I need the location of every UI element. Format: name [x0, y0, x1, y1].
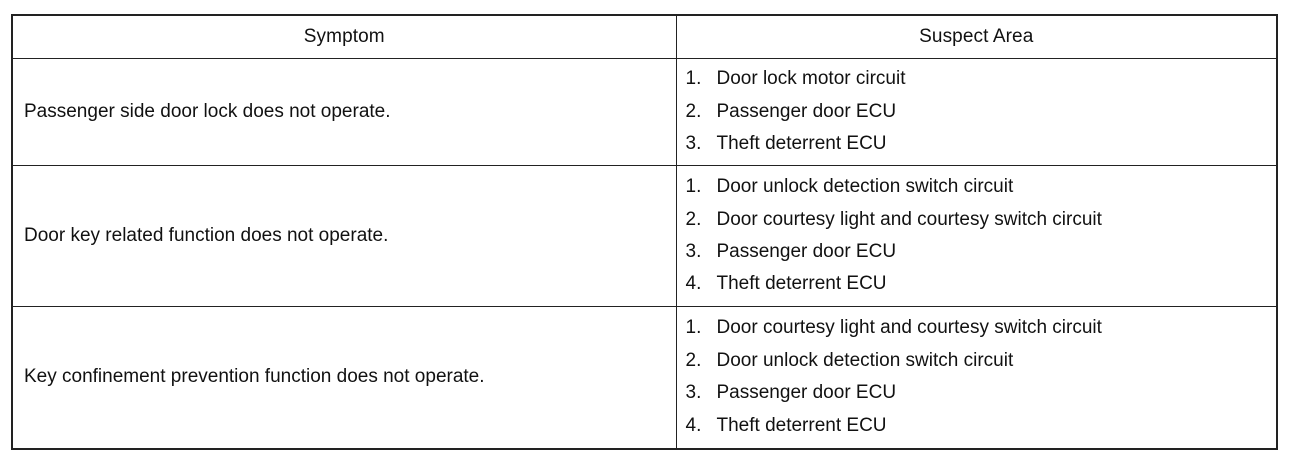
table-row: Passenger side door lock does not operat…: [11, 58, 1278, 166]
item-text: Door unlock detection switch circuit: [716, 176, 1014, 198]
symptom-cell: Passenger side door lock does not operat…: [11, 58, 677, 166]
list-item: 4. Theft deterrent ECU: [686, 268, 1277, 300]
item-number: 2.: [685, 208, 702, 230]
list-item: 1. Door lock motor circuit: [686, 63, 1277, 95]
item-text: Door courtesy light and courtesy switch …: [716, 208, 1102, 230]
list-item: 1. Door courtesy light and courtesy switc…: [686, 312, 1277, 344]
list-item: 3. Passenger door ECU: [686, 377, 1277, 409]
table-row: Door key related function does not opera…: [11, 165, 1278, 307]
item-number: 2.: [685, 100, 702, 122]
list-item: 3. Passenger door ECU: [686, 236, 1277, 268]
item-number: 1.: [685, 68, 702, 90]
item-number: 2.: [685, 349, 702, 371]
item-text: Passenger door ECU: [716, 241, 897, 262]
suspect-area-list: 1. Door courtesy light and courtesy switc…: [686, 312, 1277, 442]
suspect-area-cell: 1. Door courtesy light and courtesy switc…: [675, 306, 1278, 449]
item-number: 4.: [685, 414, 702, 436]
list-item: 4. Theft deterrent ECU: [686, 410, 1277, 442]
item-number: 3.: [685, 241, 702, 262]
item-text: Theft deterrent ECU: [716, 133, 887, 155]
table-header-row: Symptom Suspect Area: [11, 14, 1278, 59]
item-text: Passenger door ECU: [716, 382, 897, 404]
item-number: 4.: [685, 273, 702, 295]
list-item: 2. Door unlock detection switch circuit: [686, 345, 1277, 377]
item-text: Theft deterrent ECU: [716, 273, 887, 295]
list-item: 3. Theft deterrent ECU: [686, 128, 1277, 160]
item-number: 3.: [685, 133, 702, 155]
troubleshooting-table-container: Symptom Suspect Area Passenger side door…: [11, 14, 1278, 450]
item-text: Theft deterrent ECU: [716, 414, 887, 436]
list-item: 2. Passenger door ECU: [686, 96, 1277, 128]
suspect-area-list: 1. Door lock motor circuit 2. Passenger do…: [686, 63, 1277, 160]
table-row: Key confinement prevention function does…: [11, 306, 1278, 449]
item-text: Door unlock detection switch circuit: [716, 349, 1014, 371]
symptom-cell: Door key related function does not opera…: [11, 165, 677, 307]
list-item: 1. Door unlock detection switch circuit: [686, 171, 1277, 203]
item-number: 3.: [685, 382, 702, 404]
item-number: 1.: [685, 176, 702, 198]
item-number: 1.: [685, 317, 702, 339]
symptom-column-header: Symptom: [11, 14, 677, 59]
troubleshooting-table: Symptom Suspect Area Passenger side door…: [11, 14, 1278, 450]
suspect-area-cell: 1. Door lock motor circuit 2. Passenger do…: [675, 58, 1278, 166]
symptom-cell: Key confinement prevention function does…: [11, 306, 677, 449]
list-item: 2. Door courtesy light and courtesy switc…: [686, 204, 1277, 236]
suspect-area-list: 1. Door unlock detection switch circuit 2…: [686, 171, 1277, 301]
item-text: Door lock motor circuit: [716, 68, 906, 90]
suspect-area-column-header: Suspect Area: [675, 14, 1278, 59]
item-text: Passenger door ECU: [716, 100, 897, 122]
suspect-area-cell: 1. Door unlock detection switch circuit 2…: [675, 165, 1278, 307]
item-text: Door courtesy light and courtesy switch …: [716, 317, 1102, 339]
